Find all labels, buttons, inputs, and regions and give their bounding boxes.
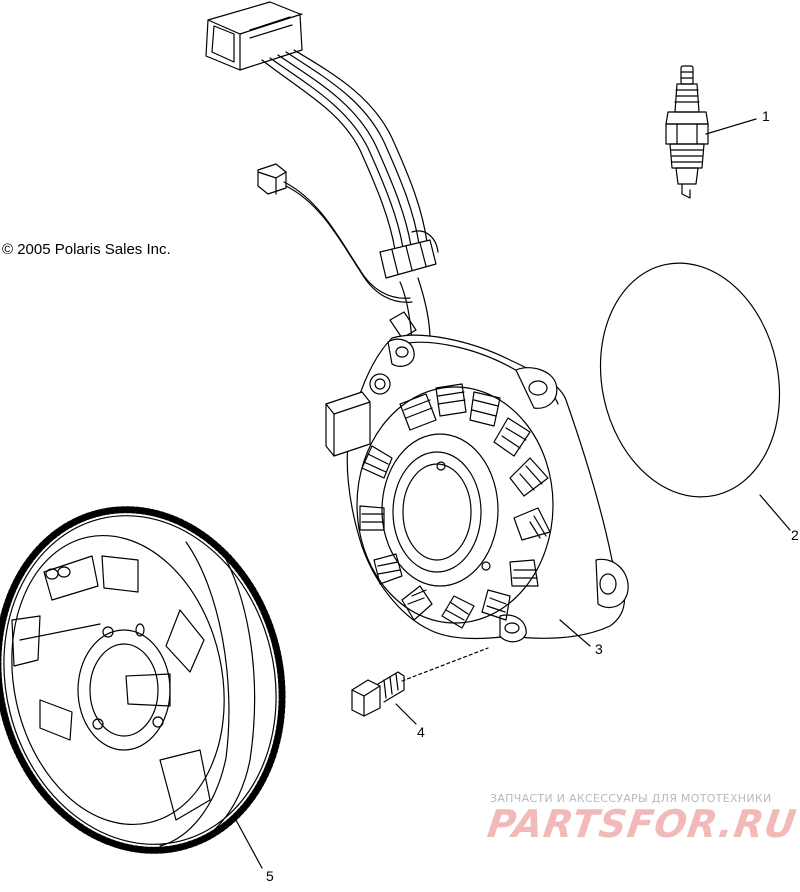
callout-5: 5 bbox=[266, 868, 274, 884]
callout-1: 1 bbox=[762, 108, 770, 124]
callout-3: 3 bbox=[595, 641, 603, 657]
callout-2: 2 bbox=[791, 527, 799, 543]
watermark-logo: PARTSFOR.RU bbox=[484, 802, 800, 846]
stator-windings bbox=[359, 383, 551, 629]
callout-4: 4 bbox=[417, 724, 425, 740]
screw bbox=[351, 647, 489, 725]
flywheel bbox=[0, 506, 286, 869]
copyright-notice: © 2005 Polaris Sales Inc. bbox=[2, 241, 171, 258]
stator bbox=[325, 334, 629, 647]
wire-harness bbox=[205, 1, 439, 349]
gasket bbox=[599, 262, 791, 531]
spark-plug bbox=[665, 65, 757, 199]
watermark-tagline: ЗАПЧАСТИ И АКСЕССУАРЫ ДЛЯ МОТОТЕХНИКИ bbox=[490, 792, 772, 805]
